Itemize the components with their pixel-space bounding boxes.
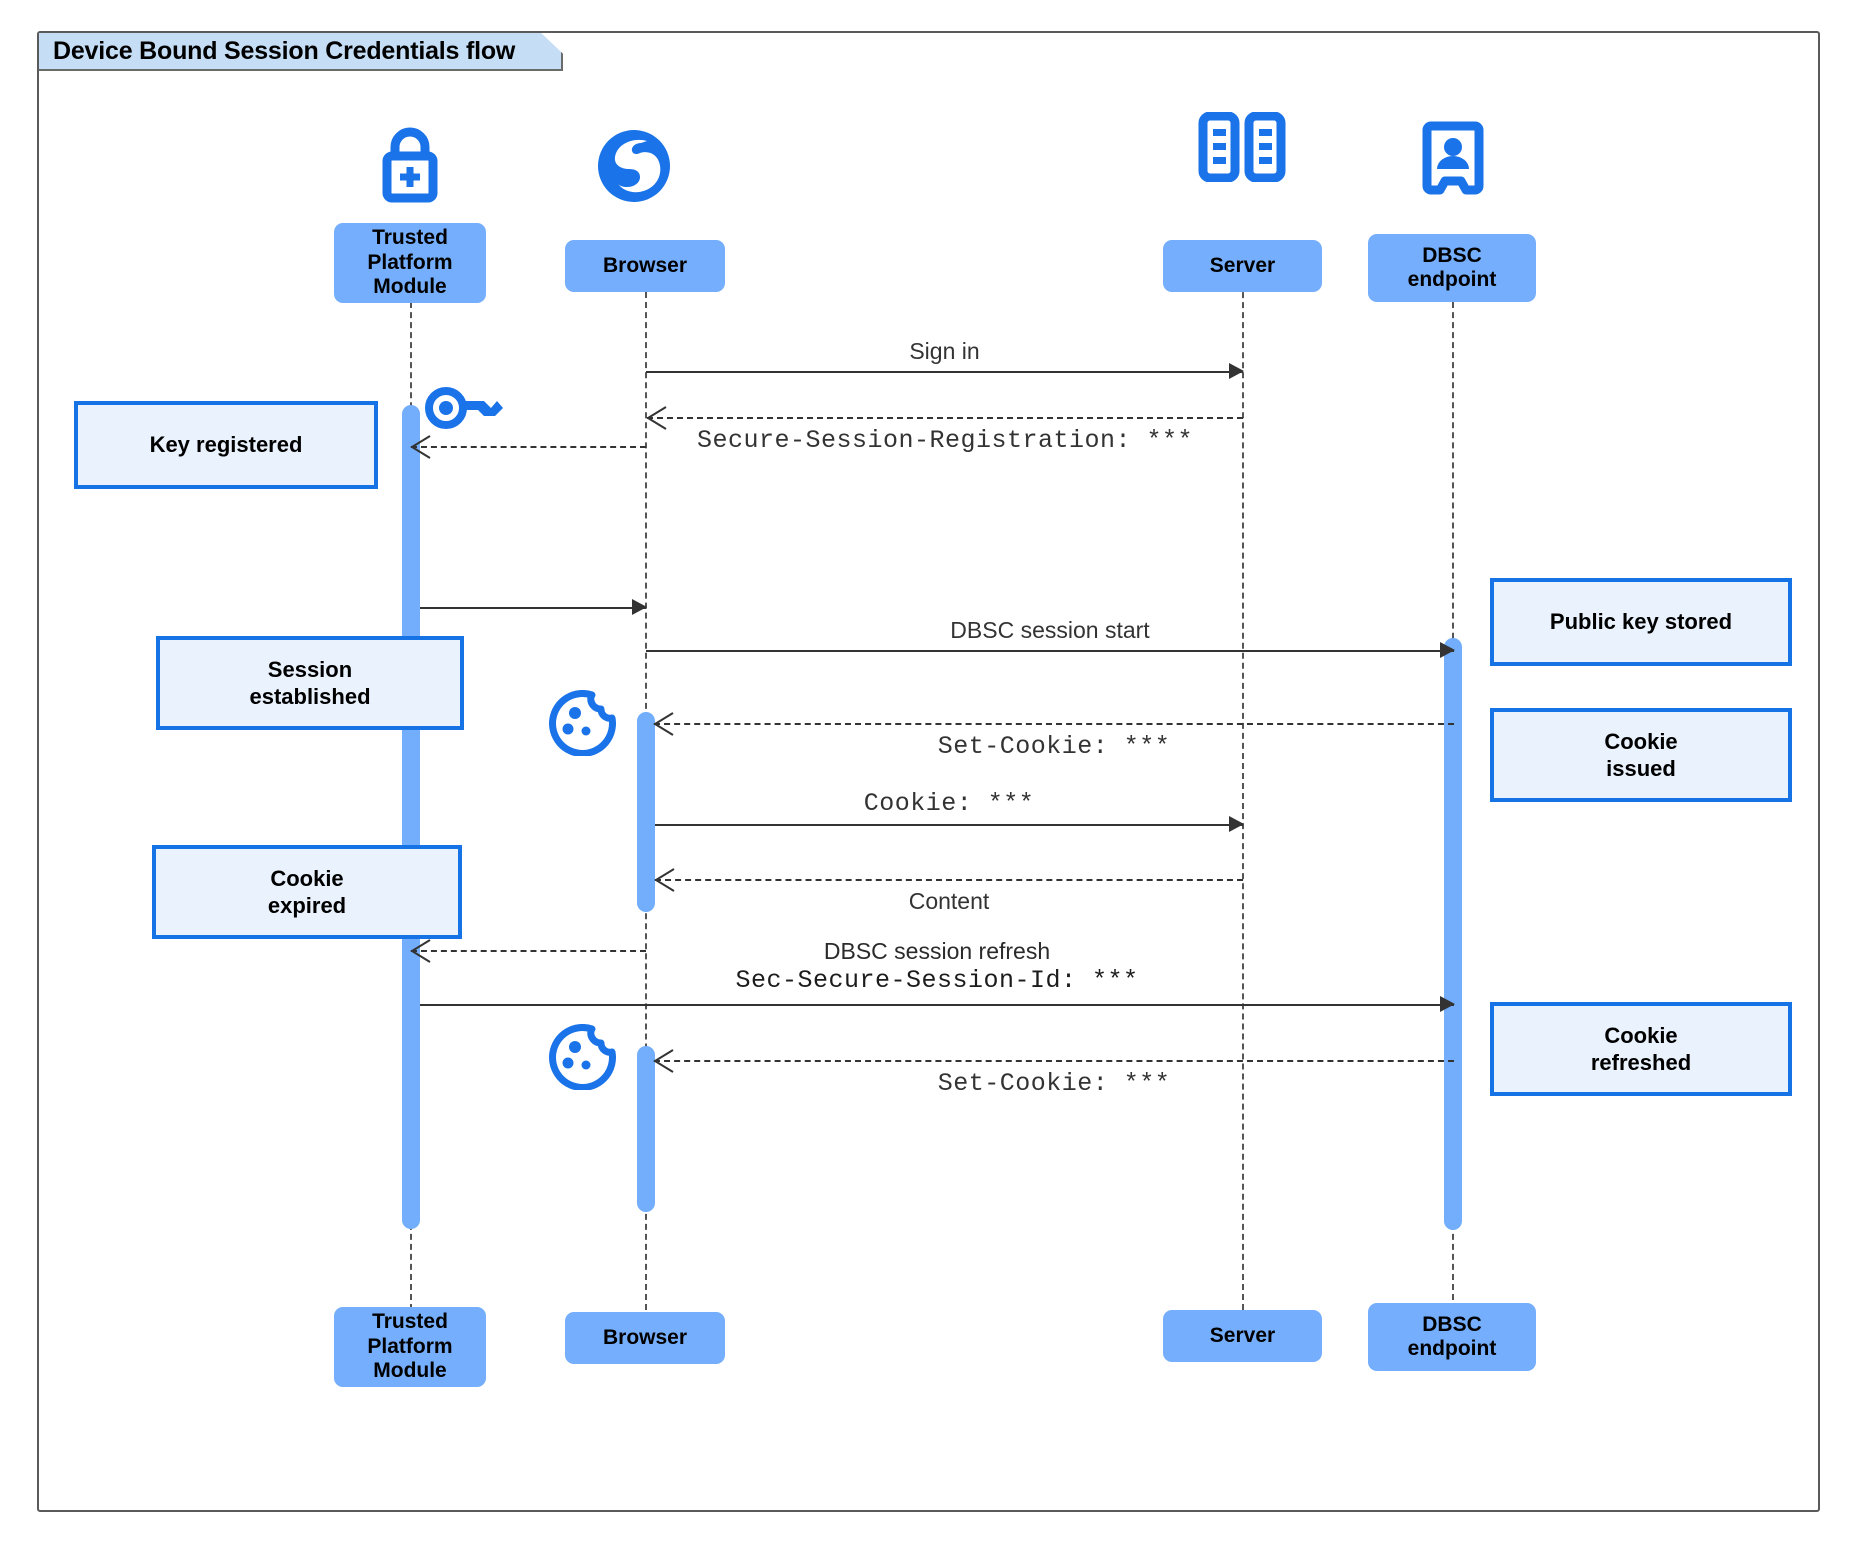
participant-label: Browser xyxy=(602,253,688,277)
note-text: Public key stored xyxy=(1549,609,1733,635)
lifeline-server xyxy=(1242,252,1244,1310)
participant-tpm-bottom[interactable]: Trusted Platform Module xyxy=(334,1307,486,1387)
activation-browser-2 xyxy=(637,1046,655,1212)
arrowhead-open-left xyxy=(652,712,674,736)
participant-label: Server xyxy=(1209,1323,1276,1347)
arrowhead-open-left xyxy=(409,939,431,963)
note-public-key-stored: Public key stored xyxy=(1490,578,1792,666)
cookie-icon xyxy=(548,1024,616,1090)
arrowhead-filled-right xyxy=(1229,816,1244,832)
id-badge-icon xyxy=(1422,120,1484,196)
participant-label: Trusted Platform Module xyxy=(367,1310,453,1383)
participant-label: Browser xyxy=(602,1325,688,1349)
participant-label: Server xyxy=(1209,253,1276,277)
participant-server-top[interactable]: Server xyxy=(1163,240,1322,292)
participant-server-bottom[interactable]: Server xyxy=(1163,1310,1322,1362)
arrowhead-filled-right xyxy=(1229,363,1244,379)
note-key-registered: Key registered xyxy=(74,401,378,489)
globe-icon xyxy=(595,127,673,205)
arrowhead-open-left xyxy=(653,868,675,892)
participant-browser-bottom[interactable]: Browser xyxy=(565,1312,725,1364)
cookie-icon xyxy=(548,690,616,756)
participant-dbsc-bottom[interactable]: DBSC endpoint xyxy=(1368,1303,1536,1371)
arrowhead-open-left xyxy=(645,406,667,430)
arrowhead-open-left xyxy=(652,1049,674,1073)
note-text: Key registered xyxy=(149,432,303,458)
lock-plus-icon xyxy=(368,126,452,204)
participant-dbsc-top[interactable]: DBSC endpoint xyxy=(1368,234,1536,302)
arrowhead-filled-right xyxy=(632,599,647,615)
participant-label: DBSC endpoint xyxy=(1407,1312,1497,1360)
diagram-title: Device Bound Session Credentials flow xyxy=(39,33,563,71)
participant-label: DBSC endpoint xyxy=(1407,243,1497,291)
arrowhead-open-left xyxy=(409,435,431,459)
arrowhead-filled-right xyxy=(1440,996,1455,1012)
activation-tpm xyxy=(402,405,420,1229)
server-rack-icon xyxy=(1198,112,1286,182)
participant-tpm-top[interactable]: Trusted Platform Module xyxy=(334,223,486,303)
activation-browser-1 xyxy=(637,712,655,912)
arrowhead-filled-right xyxy=(1440,642,1455,658)
activation-dbsc xyxy=(1444,638,1462,1230)
participant-browser-top[interactable]: Browser xyxy=(565,240,725,292)
key-icon xyxy=(424,384,504,432)
diagram-frame xyxy=(37,31,1820,1512)
participant-label: Trusted Platform Module xyxy=(367,226,453,299)
